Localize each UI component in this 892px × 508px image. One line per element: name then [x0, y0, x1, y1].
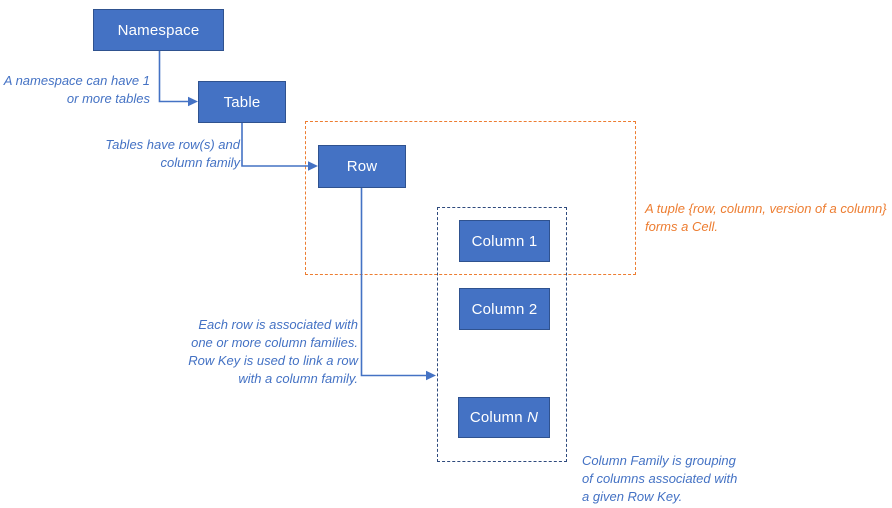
cell-tuple-dashed-rect [305, 121, 636, 275]
annotation-line: one or more column families. [191, 335, 358, 350]
namespace-annotation: A namespace can have 1 or more tables [0, 72, 150, 108]
annotation-line: or more tables [66, 91, 150, 106]
column-n-box: Column N [458, 397, 550, 438]
annotation-line: Column Family is grouping [582, 453, 736, 468]
arrowhead-icon [188, 96, 198, 107]
row-box-label: Row [346, 158, 378, 175]
annotation-line: A namespace can have 1 [3, 73, 150, 88]
column-1-box: Column 1 [459, 220, 550, 262]
column-family-annotation: Column Family is grouping of columns ass… [582, 452, 792, 506]
namespace-box-label: Namespace [117, 21, 200, 39]
row-box: Row [318, 145, 406, 188]
row-annotation: Each row is associated with one or more … [178, 316, 358, 388]
cell-annotation: A tuple {row, column, version of a colum… [645, 200, 892, 236]
namespace-box: Namespace [93, 9, 224, 51]
connector-namespace-to-table [158, 51, 198, 107]
column-family-dashed-rect [437, 207, 567, 462]
annotation-line: with a column family. [238, 371, 358, 386]
table-box: Table [198, 81, 286, 123]
annotation-line: a given Row Key. [582, 489, 683, 504]
annotation-line: of columns associated with [582, 471, 738, 486]
annotation-line: column family [160, 155, 240, 170]
table-annotation: Tables have row(s) and column family [60, 136, 240, 172]
column-2-box: Column 2 [459, 288, 550, 330]
table-box-label: Table [223, 93, 261, 111]
arrowhead-icon [426, 370, 436, 381]
column-2-box-label: Column 2 [471, 300, 538, 318]
column-1-box-label: Column 1 [471, 232, 538, 250]
column-n-box-label: Column N [469, 409, 539, 426]
annotation-line: Row Key is used to link a row [188, 353, 358, 368]
annotation-line: Each row is associated with [198, 317, 358, 332]
annotation-line: A tuple {row, column, version of a colum… [645, 201, 887, 216]
annotation-line: forms a Cell. [645, 219, 718, 234]
annotation-line: Tables have row(s) and [105, 137, 240, 152]
